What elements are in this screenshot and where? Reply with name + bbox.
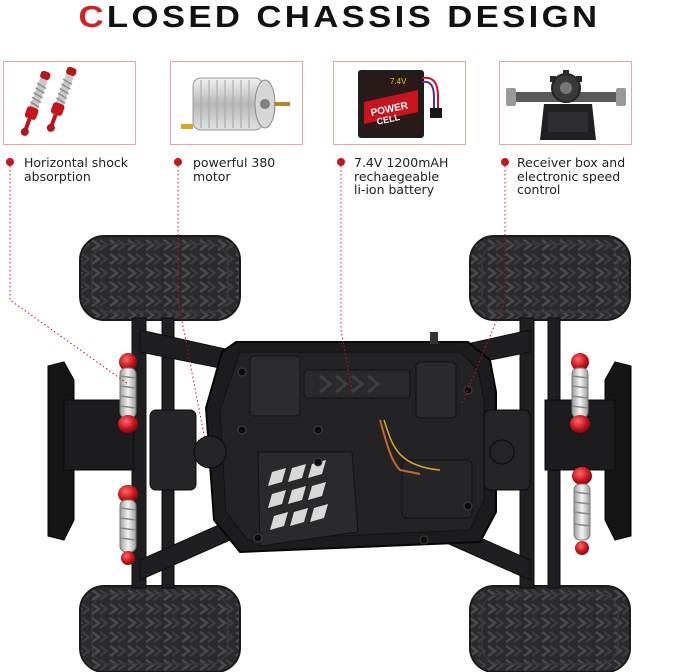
tire-rear-left [79, 585, 241, 672]
gearbox-icon [506, 70, 626, 140]
feature-panel-motor [170, 61, 303, 145]
bullet-dot [6, 158, 14, 166]
tire-rear-right [469, 585, 631, 672]
shock-absorber-icon [20, 66, 77, 136]
battery-spec: 7.4V [390, 77, 407, 86]
feature-panel-shock [3, 61, 136, 145]
bullet-dot [174, 158, 182, 166]
feature-caption-receiver: Receiver box and electronic speed contro… [517, 155, 626, 197]
title-first-letter: C [78, 0, 107, 34]
feature-caption-motor: powerful 380 motor [193, 155, 276, 184]
chassis-tub [204, 332, 497, 554]
page-title: CLOSED CHASSIS DESIGN [0, 0, 679, 34]
battery-icon: POWER CELL 7.4V [358, 70, 442, 138]
bullet-dot [501, 158, 509, 166]
title-rest: LOSED CHASSIS DESIGN [106, 0, 601, 34]
shock-front-right [570, 353, 590, 433]
shock-rear-right [572, 467, 592, 555]
motor-icon [181, 77, 290, 131]
tire-front-left [79, 235, 241, 321]
feature-caption-battery: 7.4V 1200mAH rechaegeable li-ion battery [354, 155, 449, 197]
feature-caption-shock: Horizontal shock absorption [24, 155, 128, 184]
bullet-dot [337, 158, 345, 166]
battery-brand-line2: CELL [376, 112, 402, 127]
shock-rear-left [118, 485, 138, 565]
feature-panel-battery: POWER CELL 7.4V [333, 61, 466, 145]
feature-panel-receiver [499, 61, 632, 145]
tire-front-right [469, 235, 631, 321]
leader-lines [9, 166, 506, 441]
shock-front-left [118, 353, 138, 433]
